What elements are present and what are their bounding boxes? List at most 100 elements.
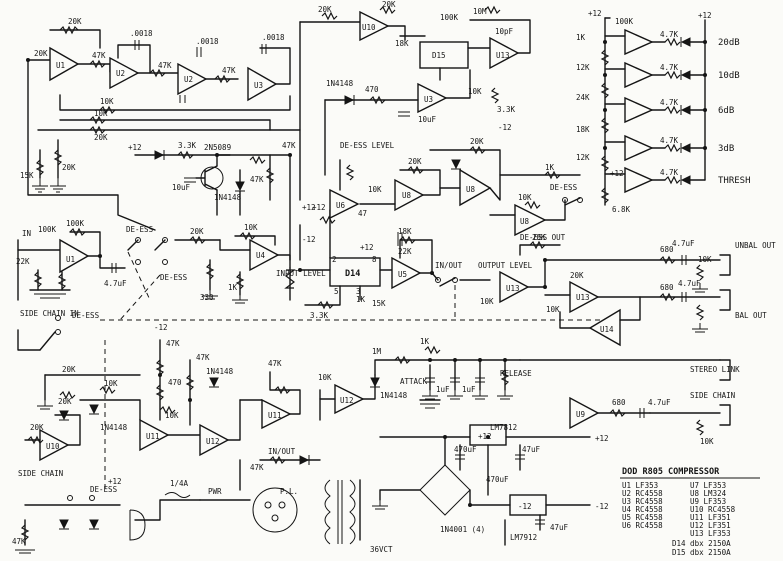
meter-level-label: 20dB	[718, 38, 740, 48]
svg-text:U13: U13	[496, 51, 510, 60]
junction-dot	[703, 146, 707, 150]
opamp-u6	[329, 188, 360, 220]
svg-text:10K: 10K	[546, 305, 560, 314]
svg-text:47K: 47K	[166, 339, 180, 348]
svg-text:1uF: 1uF	[436, 385, 450, 394]
junction-dot	[543, 285, 547, 289]
svg-text:10K: 10K	[518, 193, 532, 202]
parts-list-item: U8 LM324	[690, 489, 727, 498]
parts-list-item: U12 LF351	[690, 521, 731, 530]
svg-text:680: 680	[612, 398, 626, 407]
svg-text:10K: 10K	[94, 109, 108, 118]
parts-list-item: U2 RC4558	[622, 489, 663, 498]
meter-comparator	[624, 61, 654, 89]
output-stage: OUTPUT LEVEL U13 U13 U14 680 4.7uF 680 4…	[459, 233, 776, 347]
svg-text:100K: 100K	[440, 13, 459, 22]
junction-dot	[428, 358, 432, 362]
svg-text:U3: U3	[424, 95, 433, 104]
svg-text:U8: U8	[402, 191, 412, 200]
svg-text:2N5089: 2N5089	[204, 143, 231, 152]
junction-dot	[453, 358, 457, 362]
vca-d15-stage: D15 20K 20K U10 100K 10M 18K 10pF U13 U3…	[299, 0, 531, 201]
svg-text:.0018: .0018	[196, 37, 219, 46]
junction-dot	[298, 268, 302, 272]
meter-level-label: 6dB	[718, 106, 734, 116]
svg-text:-12: -12	[154, 323, 168, 332]
svg-text:UNBAL OUT: UNBAL OUT	[735, 241, 776, 250]
svg-text:1N4148: 1N4148	[100, 423, 128, 432]
svg-text:U11: U11	[146, 432, 160, 441]
opamp-u1b	[59, 238, 90, 274]
svg-text:20K: 20K	[190, 227, 204, 236]
svg-text:U12: U12	[340, 396, 354, 405]
junction-dot	[188, 398, 192, 402]
svg-text:20K: 20K	[62, 365, 76, 374]
svg-text:U9: U9	[576, 410, 585, 419]
junction-dot	[430, 271, 434, 275]
svg-text:20K: 20K	[318, 5, 332, 14]
svg-text:47K: 47K	[12, 537, 26, 546]
junction-dot	[158, 373, 162, 377]
svg-text:RELEASE: RELEASE	[500, 369, 532, 378]
svg-text:330: 330	[200, 293, 214, 302]
svg-text:100K: 100K	[38, 225, 57, 234]
svg-text:4.7uF: 4.7uF	[648, 398, 671, 407]
svg-text:.0018: .0018	[130, 29, 153, 38]
junction-dot	[443, 435, 447, 439]
svg-text:47: 47	[358, 209, 367, 218]
svg-text:1N4148: 1N4148	[380, 391, 408, 400]
svg-text:20K: 20K	[34, 49, 48, 58]
svg-text:SIDE CHAIN: SIDE CHAIN	[690, 391, 735, 400]
svg-text:-12: -12	[518, 502, 532, 511]
svg-text:U3: U3	[254, 81, 263, 90]
svg-text:47K: 47K	[92, 51, 106, 60]
svg-text:20K: 20K	[68, 17, 82, 26]
svg-text:+12: +12	[108, 477, 122, 486]
svg-text:3.3K: 3.3K	[178, 141, 197, 150]
svg-text:U1: U1	[66, 255, 75, 264]
opamp-u9	[569, 396, 600, 430]
vca-list-item: D15 dbx 2150A	[672, 548, 731, 557]
meter-comparator	[624, 166, 654, 194]
opamp-u2a	[109, 56, 140, 90]
svg-text:-12: -12	[498, 123, 512, 132]
svg-text:BAL OUT: BAL OUT	[735, 311, 767, 320]
junction-dot	[215, 153, 219, 157]
opamp-u8a	[394, 178, 425, 212]
svg-text:D15: D15	[432, 51, 446, 60]
svg-text:47K: 47K	[222, 66, 236, 75]
junction-dot	[288, 153, 292, 157]
led-icon	[680, 143, 691, 153]
vca-d14	[329, 257, 381, 287]
svg-text:-12: -12	[302, 235, 316, 244]
svg-text:470uF: 470uF	[486, 475, 509, 484]
svg-text:47K: 47K	[158, 61, 172, 70]
svg-text:DE-ESS: DE-ESS	[90, 485, 118, 494]
junction-dot	[543, 258, 547, 262]
svg-text:U13: U13	[576, 293, 590, 302]
svg-text:10K: 10K	[468, 87, 482, 96]
svg-text:10K: 10K	[480, 297, 494, 306]
svg-text:ATTACK: ATTACK	[400, 377, 428, 386]
input-jack-stage: IN 100K 100K U1 4.7uF DE-ESS DE-ESS 22K	[16, 219, 188, 301]
svg-text:47K: 47K	[250, 463, 264, 472]
parts-list-item: U11 LF351	[690, 513, 731, 522]
opamp-u3	[247, 66, 278, 102]
opamp-u13a	[489, 36, 520, 70]
meter-resistor-label: 4.7K	[660, 63, 679, 72]
svg-text:6.8K: 6.8K	[612, 205, 631, 214]
svg-text:8: 8	[372, 255, 377, 264]
svg-text:470: 470	[365, 85, 379, 94]
svg-text:47uF: 47uF	[550, 523, 569, 532]
svg-text:10K: 10K	[318, 373, 332, 382]
parts-list-item: U13 LF353	[690, 529, 731, 538]
svg-text:OUTPUT LEVEL: OUTPUT LEVEL	[478, 261, 533, 270]
svg-text:1K: 1K	[576, 33, 586, 42]
svg-text:1N4001 (4): 1N4001 (4)	[440, 525, 485, 534]
attack-release-stage: U11 U12 47K 1N4148 1M 1K ATTACK RELEASE …	[239, 337, 721, 491]
junction-dot	[603, 40, 607, 44]
opamp-u11	[139, 418, 170, 452]
